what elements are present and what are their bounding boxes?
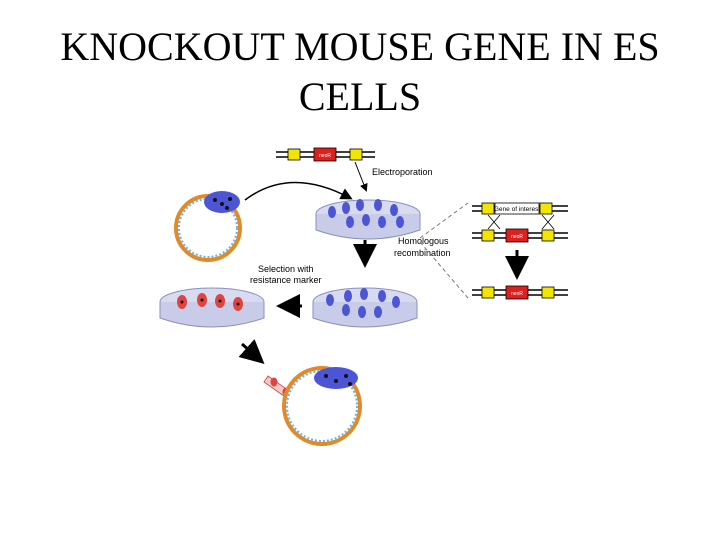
construct-to-dish-arrow — [354, 161, 368, 192]
inset-guide-top — [419, 202, 469, 239]
gene-of-interest-label: Gene of interest — [494, 206, 540, 213]
recombination-inset: Gene of interest neoR neoR — [472, 202, 568, 300]
blastocyst-donor — [174, 191, 242, 262]
slide-title-line2: CELLS — [298, 74, 422, 119]
blastocyst-recipient — [282, 366, 362, 446]
transfer-arrow — [244, 181, 353, 201]
selection-label-2: resistance marker — [250, 275, 322, 285]
electroporation-label: Electroporation — [372, 167, 433, 177]
petri-dish-selected — [159, 287, 265, 328]
inset-guide-bottom — [419, 241, 469, 299]
marker-label-mid: neoR — [511, 234, 523, 240]
homologous-label-1: Homologous — [398, 236, 449, 246]
petri-dish-transfected — [312, 287, 418, 328]
marker-label-top: neoR — [319, 153, 331, 159]
injection-arrow — [238, 339, 265, 364]
targeting-construct-top: neoR — [276, 147, 375, 162]
homologous-label-2: recombination — [394, 248, 451, 258]
selection-label-1: Selection with — [258, 264, 314, 274]
petri-dish-es-cells — [315, 199, 421, 240]
knockout-diagram: neoR Electroporation Homologous recombin… — [159, 147, 568, 446]
marker-label-bottom: neoR — [511, 291, 523, 297]
slide-title-line1: KNOCKOUT MOUSE GENE IN ES — [60, 24, 660, 69]
slide-title: KNOCKOUT MOUSE GENE IN ES CELLS — [0, 22, 720, 122]
